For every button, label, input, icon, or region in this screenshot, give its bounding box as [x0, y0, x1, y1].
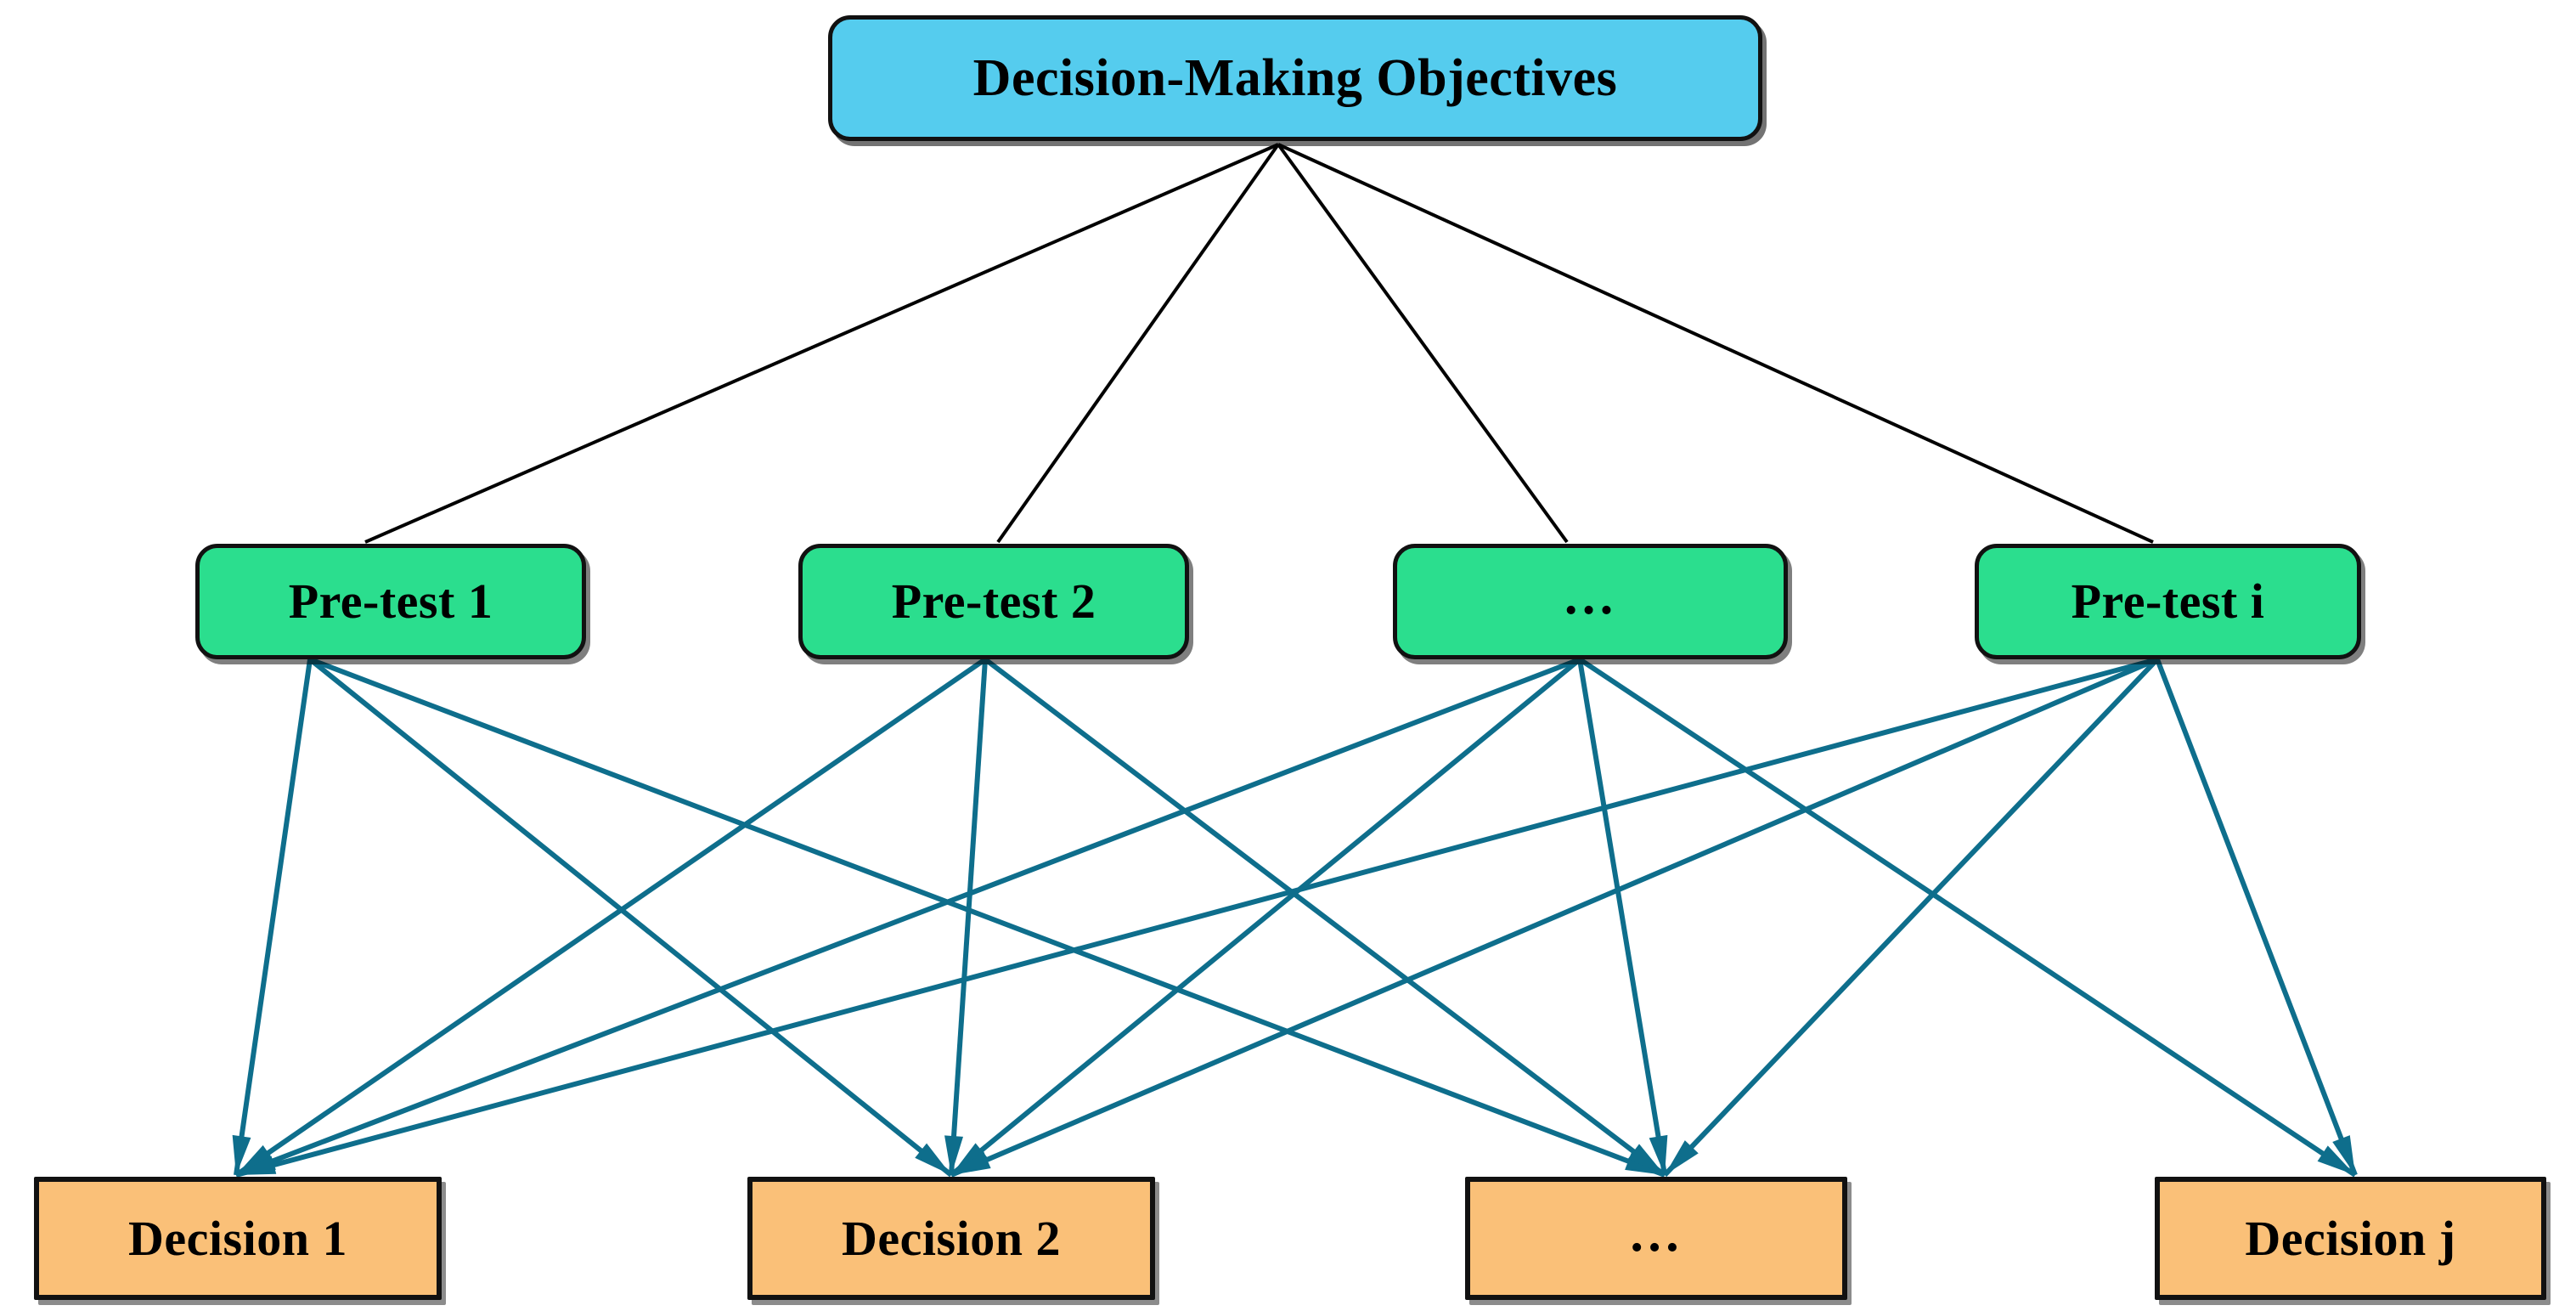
arrowhead-pti-to-d1	[236, 1156, 277, 1175]
decision-label: Decision 1	[128, 1210, 347, 1266]
decision-node-d3[interactable]: …	[1465, 1177, 1847, 1300]
decision-label: …	[1628, 1204, 1684, 1263]
objective-label: Decision-Making Objectives	[972, 49, 1618, 107]
pretest-label: …	[1562, 568, 1619, 625]
edge-pt3-to-d2	[950, 657, 1581, 1178]
edge-pti-to-d1	[235, 657, 2158, 1178]
arrowhead-pt2-to-d3	[1627, 1144, 1665, 1175]
edge-pt3-to-d3	[1577, 658, 1667, 1176]
arrowhead-pt3-to-d1	[236, 1152, 276, 1175]
objective-edge-group	[364, 143, 2154, 544]
edge-pt2-to-d2	[949, 658, 988, 1176]
edge-pt3-to-d1	[234, 657, 1581, 1178]
arrowhead-pti-to-d2	[951, 1150, 991, 1175]
edge-pt1-to-d3	[308, 657, 1666, 1178]
pretest-node-pti[interactable]: Pre-test i	[1975, 544, 2361, 659]
edge-obj-to-pti	[1277, 143, 2154, 544]
edge-pti-to-dj	[2155, 658, 2358, 1177]
arrowhead-pt3-to-d2	[951, 1143, 988, 1175]
decision-node-d2[interactable]: Decision 2	[747, 1177, 1155, 1300]
decision-label: Decision j	[2245, 1210, 2456, 1266]
arrowhead-pt2-to-d1	[236, 1144, 274, 1175]
arrowhead-pt1-to-d1	[232, 1134, 251, 1175]
pretest-edge-group	[232, 657, 2358, 1178]
arrowhead-pt3-to-d3	[1649, 1134, 1668, 1175]
edge-pti-to-d3	[1662, 657, 2160, 1178]
pretest-node-pt3[interactable]: …	[1393, 544, 1788, 659]
decision-node-dj[interactable]: Decision j	[2155, 1177, 2546, 1300]
edge-pt3-to-dj	[1578, 657, 2357, 1178]
decision-label: Decision 2	[842, 1210, 1061, 1266]
edge-pt2-to-d1	[234, 657, 987, 1178]
edge-pt2-to-d3	[984, 657, 1666, 1178]
pretest-label: Pre-test 1	[288, 574, 493, 629]
decision-node-d1[interactable]: Decision 1	[34, 1177, 442, 1300]
arrowhead-pt2-to-d2	[944, 1135, 964, 1175]
edge-obj-to-pt3	[1277, 143, 1569, 544]
edge-pt1-to-d1	[234, 658, 313, 1176]
arrowhead-pti-to-d3	[1665, 1140, 1699, 1175]
arrowhead-pt3-to-dj	[2317, 1145, 2355, 1175]
edge-pti-to-d2	[950, 657, 2159, 1178]
edge-pt1-to-d2	[308, 657, 953, 1178]
pretest-node-pt2[interactable]: Pre-test 2	[798, 544, 1189, 659]
arrowhead-pti-to-dj	[2332, 1135, 2355, 1175]
edge-obj-to-pt1	[364, 143, 1279, 544]
edge-obj-to-pt2	[996, 143, 1280, 544]
pretest-label: Pre-test i	[2071, 574, 2265, 629]
objective-node[interactable]: Decision-Making Objectives	[828, 15, 1762, 141]
arrowhead-pt1-to-d3	[1625, 1152, 1665, 1175]
arrowhead-pt1-to-d2	[915, 1143, 951, 1175]
pretest-node-pt1[interactable]: Pre-test 1	[195, 544, 586, 659]
pretest-label: Pre-test 2	[891, 574, 1096, 629]
